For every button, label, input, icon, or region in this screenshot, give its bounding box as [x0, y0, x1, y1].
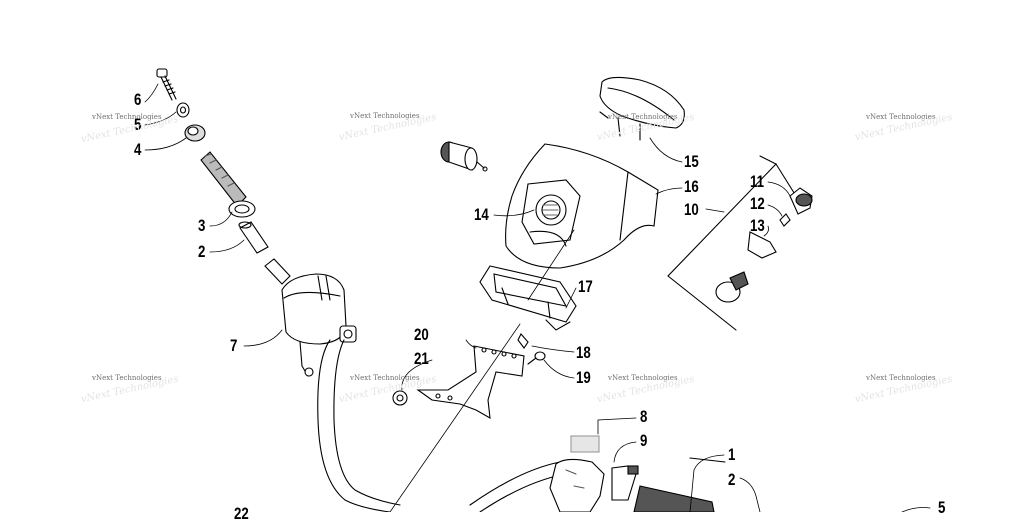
light-housing-14: [440, 141, 488, 172]
end-cap-4: [184, 124, 206, 142]
fastener-18: [517, 333, 529, 349]
switch-housing-7: [264, 258, 357, 377]
callout-11: 11: [750, 172, 765, 191]
callout-15: 15: [684, 152, 699, 171]
watermark-text: vNext Technologies: [608, 113, 678, 121]
callout-22: 22: [234, 504, 249, 523]
grip-3: [200, 151, 256, 218]
clamp-9: [549, 458, 639, 513]
bezel-17: [479, 265, 577, 331]
callout-12: 12: [750, 194, 765, 213]
watermark-text: vNext Technologies: [608, 374, 678, 382]
callout-4: 4: [134, 140, 142, 159]
switch-13: [747, 231, 777, 259]
grip-1: [633, 485, 715, 513]
callout-9: 9: [640, 431, 648, 450]
label-8: [570, 435, 600, 453]
watermark-text: vNext Technologies: [92, 374, 162, 382]
callout-21: 21: [414, 349, 429, 368]
bracket-20: [416, 345, 525, 420]
diagram-drawing: [144, 68, 931, 513]
switch-11: [789, 187, 813, 215]
callout-1: 1: [728, 445, 736, 464]
switch-group-10: [667, 155, 797, 331]
watermark-text: vNext Technologies: [350, 112, 420, 120]
callout-16: 16: [684, 177, 699, 196]
callout-8: 8: [640, 407, 648, 426]
callout-6: 6: [134, 90, 142, 109]
callout-2: 2: [198, 242, 206, 261]
screw-6: [156, 68, 177, 101]
callout-20: 20: [414, 325, 429, 344]
knob: [715, 271, 749, 303]
pod-16: [505, 143, 659, 269]
sleeve-2: [238, 221, 269, 254]
callout-13: 13: [750, 216, 765, 235]
watermark-text: vNext Technologies: [350, 374, 420, 382]
callout-10: 10: [684, 200, 699, 219]
callout-17: 17: [578, 277, 593, 296]
callout-2b: 2: [728, 470, 736, 489]
callout-19: 19: [576, 368, 591, 387]
handlebar: [317, 339, 726, 513]
callout-7: 7: [230, 336, 238, 355]
watermark-text: vNext Technologies: [866, 374, 936, 382]
callout-3: 3: [198, 216, 206, 235]
parts-diagram: 6 5 4 3 2 7 14 15 16 10 11 12 13 17 18 1…: [80, 68, 953, 522]
callout-14: 14: [474, 205, 489, 224]
switch-12: [779, 213, 791, 227]
bolt-19: [527, 351, 546, 365]
gauge-15: [599, 76, 685, 141]
callout-18: 18: [576, 343, 591, 362]
guide-line: [389, 229, 575, 513]
watermark-text: vNext Technologies: [92, 113, 162, 121]
washer-5: [176, 102, 190, 118]
watermark-text: vNext Technologies: [866, 113, 936, 121]
leader-lines: [144, 83, 931, 513]
callout-5: 5: [134, 115, 142, 134]
callout-5b: 5: [938, 498, 946, 517]
plug-21: [392, 390, 408, 406]
